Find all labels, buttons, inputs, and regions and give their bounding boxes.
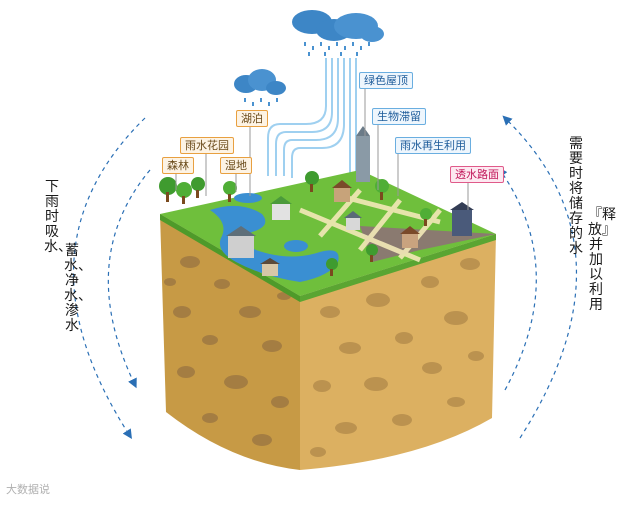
rain-stream [268, 58, 356, 178]
right-flow-arrows [500, 118, 576, 438]
rain-drops-large [304, 42, 370, 56]
forest-label: 森林 [162, 157, 194, 174]
left-text-line2: 蓄水、净水、渗水 [64, 244, 80, 334]
lake-label: 湖泊 [236, 110, 268, 127]
bio-swale-label: 生物滞留 [372, 108, 426, 125]
left-flow-arrows [74, 118, 150, 436]
right-text-line1: 需要时将储存的水 [568, 137, 584, 257]
right-text-line2: 『释放』并加以利用 [588, 208, 604, 313]
watermark: 大数据说 [6, 481, 50, 497]
rain-drops-small [244, 98, 278, 106]
left-text-line1: 下雨时吸水、 [44, 180, 60, 255]
wetland-label: 湿地 [220, 157, 252, 174]
permeable-pavement-label: 透水路面 [450, 166, 504, 183]
rainwater-reuse-label: 雨水再生利用 [395, 137, 471, 154]
rain-garden-label: 雨水花园 [180, 137, 234, 154]
cloud-icon-small [234, 69, 286, 95]
green-roof-label: 绿色屋顶 [359, 72, 413, 89]
cloud-icon-large [292, 10, 384, 42]
